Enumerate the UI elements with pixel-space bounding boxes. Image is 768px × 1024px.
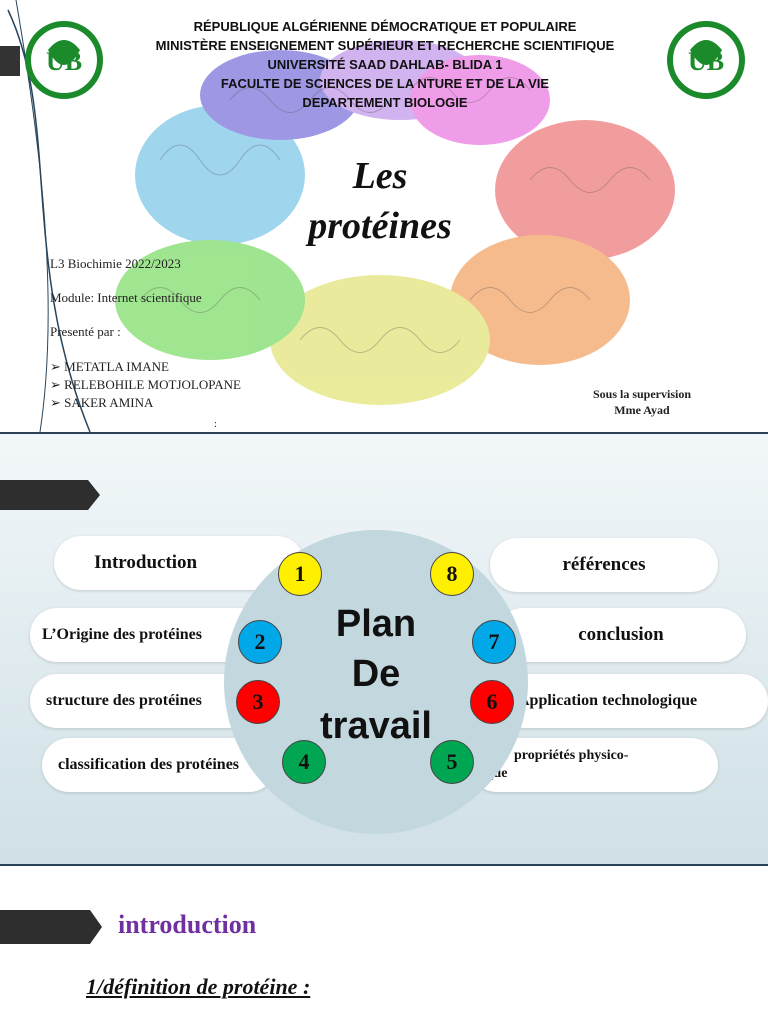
- header-line: MINISTÈRE ENSEIGNEMENT SUPÉRIEUR ET RECH…: [155, 38, 615, 53]
- plan-item-label: références: [562, 554, 646, 575]
- plan-center-circle: [224, 530, 528, 834]
- plan-item-conclusion: conclusion: [496, 608, 746, 662]
- slide-tab: [0, 46, 20, 76]
- protein-structure-image: [115, 40, 675, 405]
- student-name: RELEBOHILE MOTJOLOPANE: [64, 377, 241, 392]
- number-badge-6: 6: [470, 680, 514, 724]
- plan-slide: Introduction L’Origine des protéines str…: [0, 434, 768, 864]
- student-name: SAKER AMINA: [64, 395, 154, 410]
- plan-item-label: propriétés physico-: [514, 748, 629, 763]
- number-badge-4: 4: [282, 740, 326, 784]
- stray-mark: :: [214, 418, 218, 430]
- plan-item-references: références: [490, 538, 718, 592]
- bullet-arrow-icon: ➢: [50, 359, 61, 374]
- plan-item-application: Application technologique: [496, 674, 768, 728]
- number-badge-2: 2: [238, 620, 282, 664]
- slide-tab: [0, 910, 102, 944]
- plan-title: travail: [320, 705, 432, 747]
- presented-by-label: Presenté par :: [50, 324, 121, 339]
- number-badge-1: 1: [278, 552, 322, 596]
- plan-item-label: Introduction: [94, 552, 198, 573]
- plan-title: Plan: [335, 603, 417, 645]
- bullet-arrow-icon: ➢: [50, 377, 61, 392]
- header-line: UNIVERSITÉ SAAD DAHLAB- BLIDA 1: [267, 57, 503, 72]
- plan-item-label: classification des protéines: [58, 756, 240, 773]
- plan-title: De: [351, 653, 401, 695]
- module-text: Module: Internet scientifique: [50, 290, 202, 305]
- definition-heading: 1/définition de protéine :: [86, 974, 311, 999]
- student-name: METATLA IMANE: [64, 359, 169, 374]
- slide-title: Les: [352, 155, 408, 197]
- number-badge-7: 7: [472, 620, 516, 664]
- university-logo-left: UB: [25, 21, 103, 99]
- plan-item-label: structure des protéines: [46, 692, 202, 709]
- number-badge-5: 5: [430, 740, 474, 784]
- plan-item-label: conclusion: [578, 624, 664, 645]
- level-text: L3 Biochimie 2022/2023: [50, 256, 181, 271]
- introduction-slide: introduction 1/définition de protéine :: [0, 866, 768, 1024]
- supervision-label: Sous la supervision: [592, 387, 692, 401]
- supervisor-name: Mme Ayad: [614, 403, 670, 417]
- student-item: ➢ SAKER AMINA: [50, 394, 241, 412]
- plan-item-label: Application technologique: [518, 692, 698, 709]
- bullet-arrow-icon: ➢: [50, 395, 61, 410]
- student-item: ➢ RELEBOHILE MOTJOLOPANE: [50, 376, 241, 394]
- university-logo-right: UB: [667, 21, 745, 99]
- slide-tab: [0, 480, 100, 510]
- header-line: DEPARTEMENT BIOLOGIE: [302, 95, 468, 110]
- title-slide: UB UB RÉPUBLIQUE ALGÉRIENNE DÉMOCRATIQUE…: [0, 0, 768, 432]
- section-title: introduction: [118, 910, 257, 939]
- number-badge-8: 8: [430, 552, 474, 596]
- svg-text:UB: UB: [46, 47, 82, 76]
- student-item: ➢ METATLA IMANE: [50, 358, 241, 376]
- header-line: RÉPUBLIQUE ALGÉRIENNE DÉMOCRATIQUE ET PO…: [193, 19, 577, 34]
- plan-item-classification: classification des protéines: [42, 738, 276, 792]
- slide-title: protéines: [308, 205, 452, 247]
- plan-item-label: L’Origine des protéines: [42, 626, 203, 643]
- student-list: ➢ METATLA IMANE ➢ RELEBOHILE MOTJOLOPANE…: [50, 358, 241, 412]
- header-line: FACULTE DE SCIENCES DE LA NTURE ET DE LA…: [220, 76, 550, 91]
- svg-text:UB: UB: [688, 47, 724, 76]
- number-badge-3: 3: [236, 680, 280, 724]
